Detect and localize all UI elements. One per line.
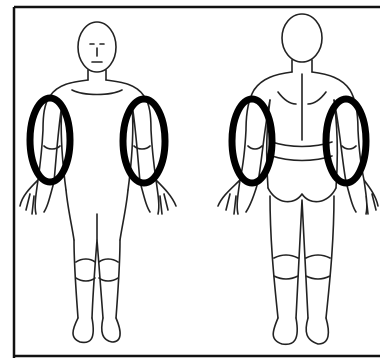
front-right-upper-arm-marker xyxy=(30,98,70,182)
back-knees xyxy=(274,255,330,279)
back-legs xyxy=(270,196,334,318)
front-head xyxy=(78,22,116,72)
front-elbows xyxy=(44,146,150,149)
front-feet xyxy=(73,318,120,342)
back-right-upper-arm-marker xyxy=(326,99,366,183)
front-knees xyxy=(76,259,118,281)
front-left-upper-arm-marker xyxy=(123,99,165,183)
back-feet xyxy=(273,318,328,344)
back-head xyxy=(282,14,322,62)
frame xyxy=(14,7,380,358)
marker-group xyxy=(30,98,366,183)
back-left-upper-arm-marker xyxy=(232,99,272,183)
front-legs xyxy=(74,240,120,318)
front-collar xyxy=(72,90,122,95)
